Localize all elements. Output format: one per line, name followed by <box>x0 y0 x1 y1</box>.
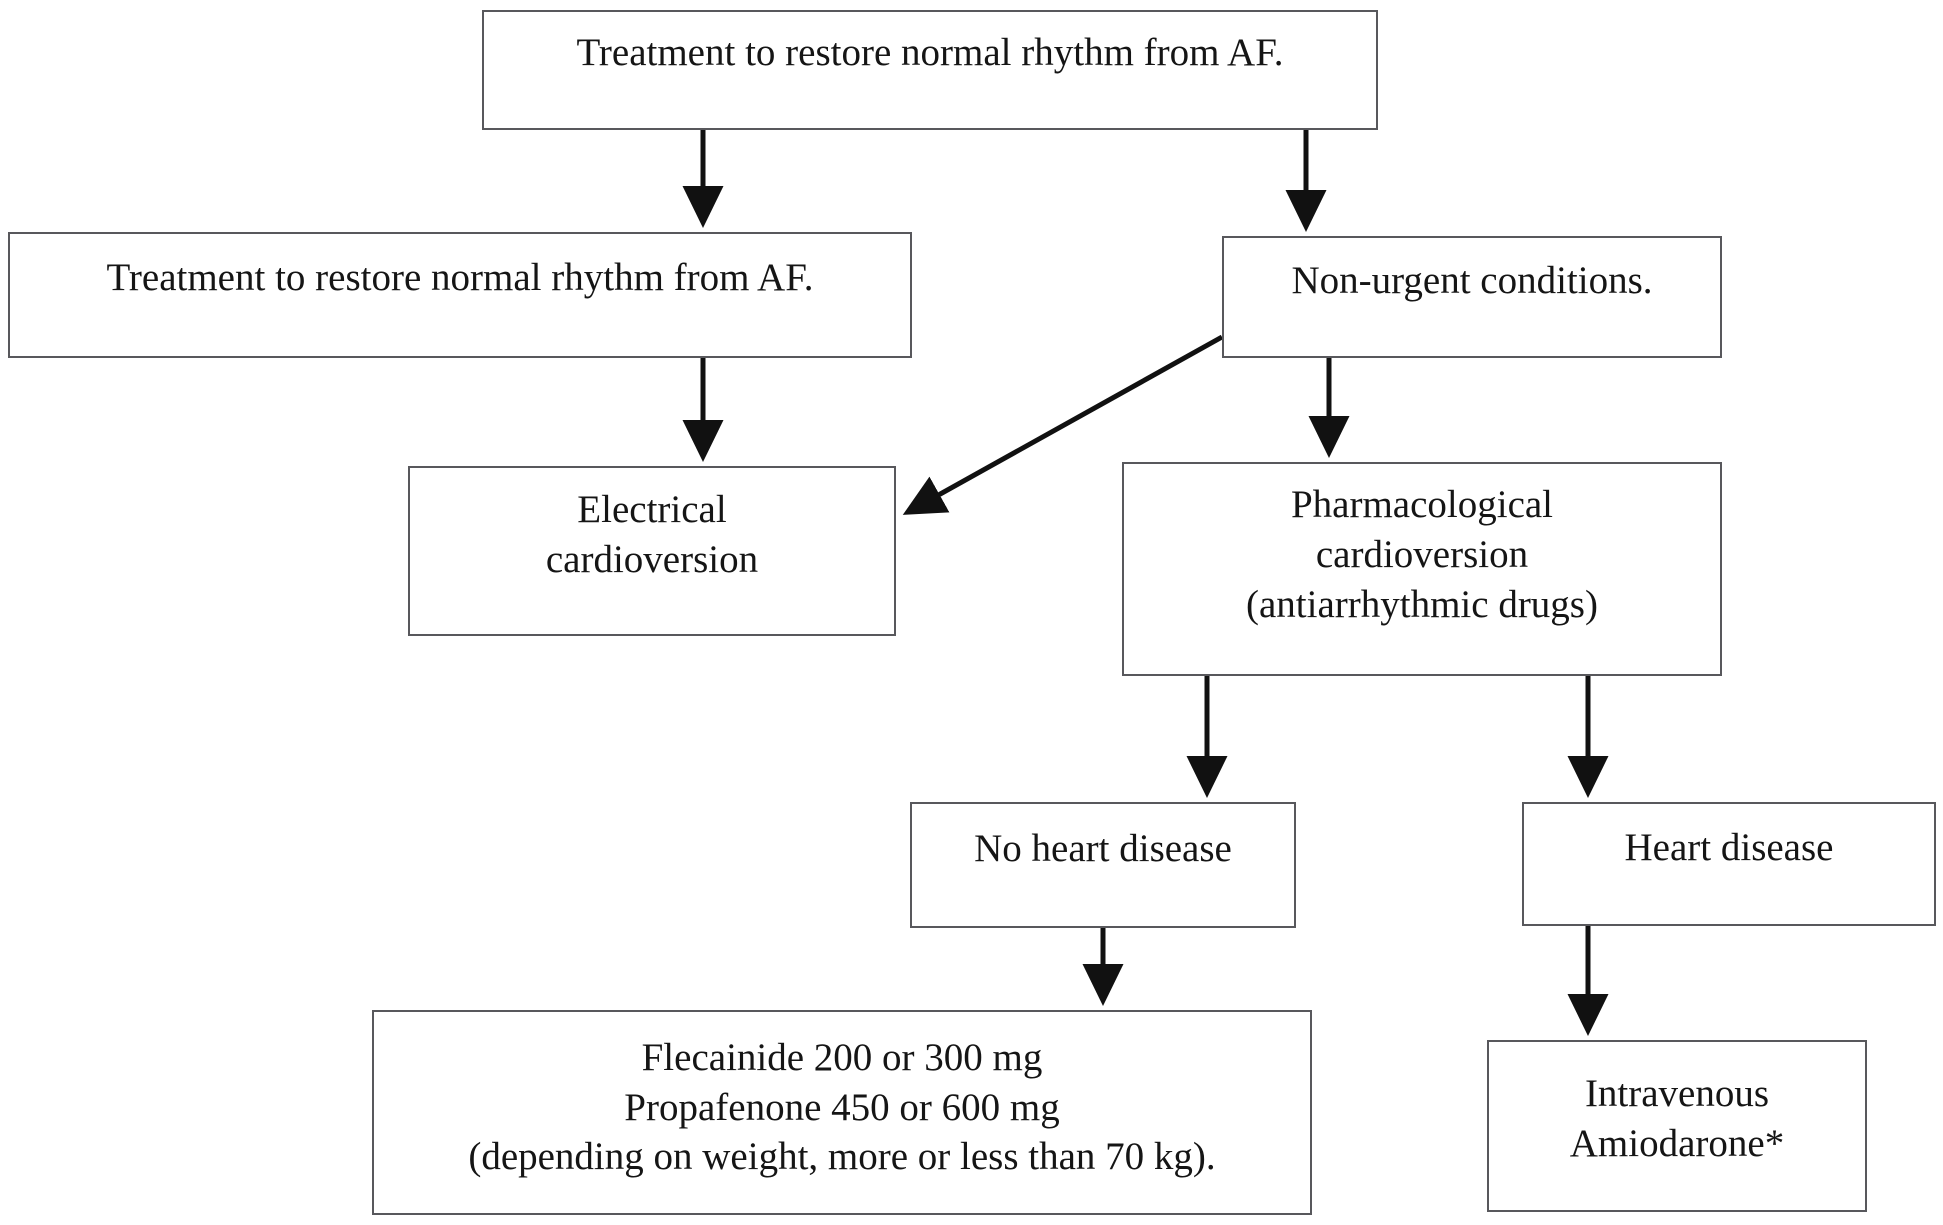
node-label: No heart disease <box>974 827 1232 871</box>
node-non-urgent-conditions[interactable]: Non-urgent conditions. <box>1222 236 1722 358</box>
node-label: Electrical cardioversion <box>545 488 759 581</box>
node-pharmacological-cardioversion[interactable]: Pharmacological cardioversion (antiarrhy… <box>1122 462 1722 676</box>
edge-nonurgent-to-electrical <box>902 334 1224 515</box>
node-label: Flecainide 200 or 300 mg Propafenone 450… <box>468 1035 1216 1179</box>
node-heart-disease[interactable]: Heart disease <box>1522 802 1936 926</box>
node-intravenous-amiodarone[interactable]: Intravenous Amiodarone* <box>1487 1040 1867 1212</box>
node-label: Treatment to restore normal rhythm from … <box>106 256 814 300</box>
node-label: Non-urgent conditions. <box>1291 259 1653 303</box>
node-electrical-cardioversion[interactable]: Electrical cardioversion <box>408 466 896 636</box>
node-label: Pharmacological cardioversion (antiarrhy… <box>1246 483 1598 626</box>
node-urgent-conditions[interactable]: Treatment to restore normal rhythm from … <box>8 232 912 358</box>
node-label: Heart disease <box>1624 826 1834 870</box>
node-treatment-root[interactable]: Treatment to restore normal rhythm from … <box>482 10 1378 130</box>
node-label: Treatment to restore normal rhythm from … <box>576 31 1284 75</box>
node-no-heart-disease[interactable]: No heart disease <box>910 802 1296 928</box>
node-label: Intravenous Amiodarone* <box>1569 1072 1785 1165</box>
node-flecainide-propafenone-dosing[interactable]: Flecainide 200 or 300 mg Propafenone 450… <box>372 1010 1312 1215</box>
